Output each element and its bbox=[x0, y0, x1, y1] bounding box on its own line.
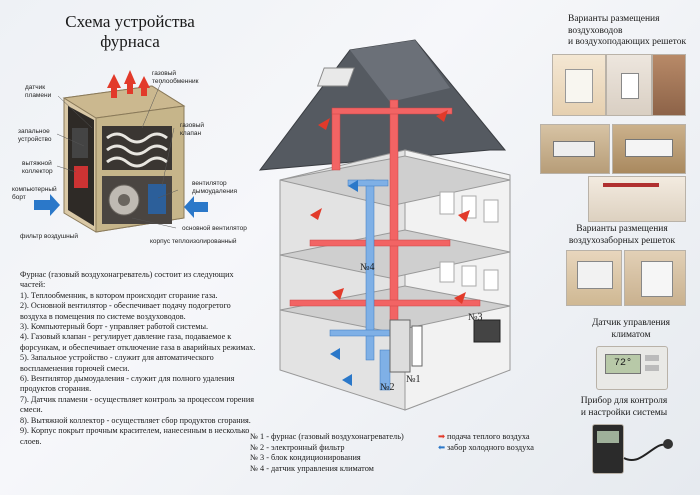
legend-list: № 1 - фурнас (газовый воздухонагреватель… bbox=[250, 432, 404, 474]
legend-item-1: № 1 - фурнас (газовый воздухонагреватель… bbox=[250, 432, 404, 441]
furnace-illustration bbox=[34, 70, 208, 233]
supply-grille-photo-2 bbox=[606, 54, 652, 116]
house-cutaway bbox=[258, 39, 511, 411]
supply-grille-photo-4 bbox=[540, 124, 610, 174]
legend-item-3: № 3 - блок кондиционирования bbox=[250, 453, 361, 462]
controller-device-icon bbox=[592, 424, 624, 474]
thermostat-photo: 72° bbox=[596, 346, 668, 390]
supply-grille-photo-5 bbox=[612, 124, 686, 174]
cold-arrow-icon: ⬅ bbox=[438, 442, 445, 452]
desc-item-9: 9). Корпус покрыт прочным красителем, на… bbox=[20, 426, 250, 446]
supply-grille-photo-3 bbox=[652, 54, 686, 116]
page-title: Схема устройства фурнаса bbox=[35, 12, 225, 52]
legend-item-4: № 4 - датчик управления климатом bbox=[250, 463, 374, 473]
supply-grille-photo-6 bbox=[588, 176, 686, 222]
house-label-n4: №4 bbox=[360, 262, 375, 273]
title-line-2: фурнаса bbox=[100, 32, 160, 51]
desc-item-4: 4). Газовый клапан - регулирует давление… bbox=[20, 332, 256, 352]
legend-warm: подача теплого воздуха bbox=[447, 432, 530, 441]
title-line-1: Схема устройства bbox=[65, 12, 195, 31]
legend-arrows: ➡ подача теплого воздуха ⬅ забор холодно… bbox=[438, 432, 534, 453]
warm-arrow-icon: ➡ bbox=[438, 432, 445, 441]
house-label-n3: №3 bbox=[468, 312, 483, 323]
label-insulated-casing: корпус теплоизолированный bbox=[150, 238, 237, 245]
label-air-filter: фильтр воздушный bbox=[20, 233, 78, 240]
desc-item-5: 5). Запальное устройство - служит для ав… bbox=[20, 353, 214, 373]
house-label-n1: №1 bbox=[406, 374, 421, 385]
intake-grille-photo-1 bbox=[566, 250, 622, 306]
desc-item-3: 3). Компьютерный борт - управляет работо… bbox=[20, 322, 209, 332]
house-label-n2: №2 bbox=[380, 382, 395, 393]
controller-cable-icon bbox=[623, 439, 673, 461]
label-main-fan: основной вентилятор bbox=[182, 225, 247, 232]
intake-grille-photo-2 bbox=[624, 250, 686, 306]
legend-item-2: № 2 - электронный фильтр bbox=[250, 442, 345, 452]
desc-item-2: 2). Основной вентилятор - обеспечивает п… bbox=[20, 301, 231, 321]
supply-grille-photo-1 bbox=[552, 54, 606, 116]
legend-cold: забор холодного воздуха bbox=[447, 442, 534, 452]
thermostat-display: 72° bbox=[605, 354, 641, 374]
desc-item-7: 7). Датчик пламени - осуществляет контро… bbox=[20, 394, 254, 415]
furnace-description: Фурнас (газовый воздухонагреватель) сост… bbox=[20, 270, 258, 447]
desc-intro: Фурнас (газовый воздухонагреватель) сост… bbox=[20, 270, 234, 290]
desc-item-1: 1). Теплообменник, в котором происходит … bbox=[20, 290, 218, 300]
desc-item-8: 8). Вытяжной коллектор - осуществляет сб… bbox=[20, 415, 251, 425]
desc-item-6: 6). Вентилятор дымоудаления - служит для… bbox=[20, 374, 235, 394]
